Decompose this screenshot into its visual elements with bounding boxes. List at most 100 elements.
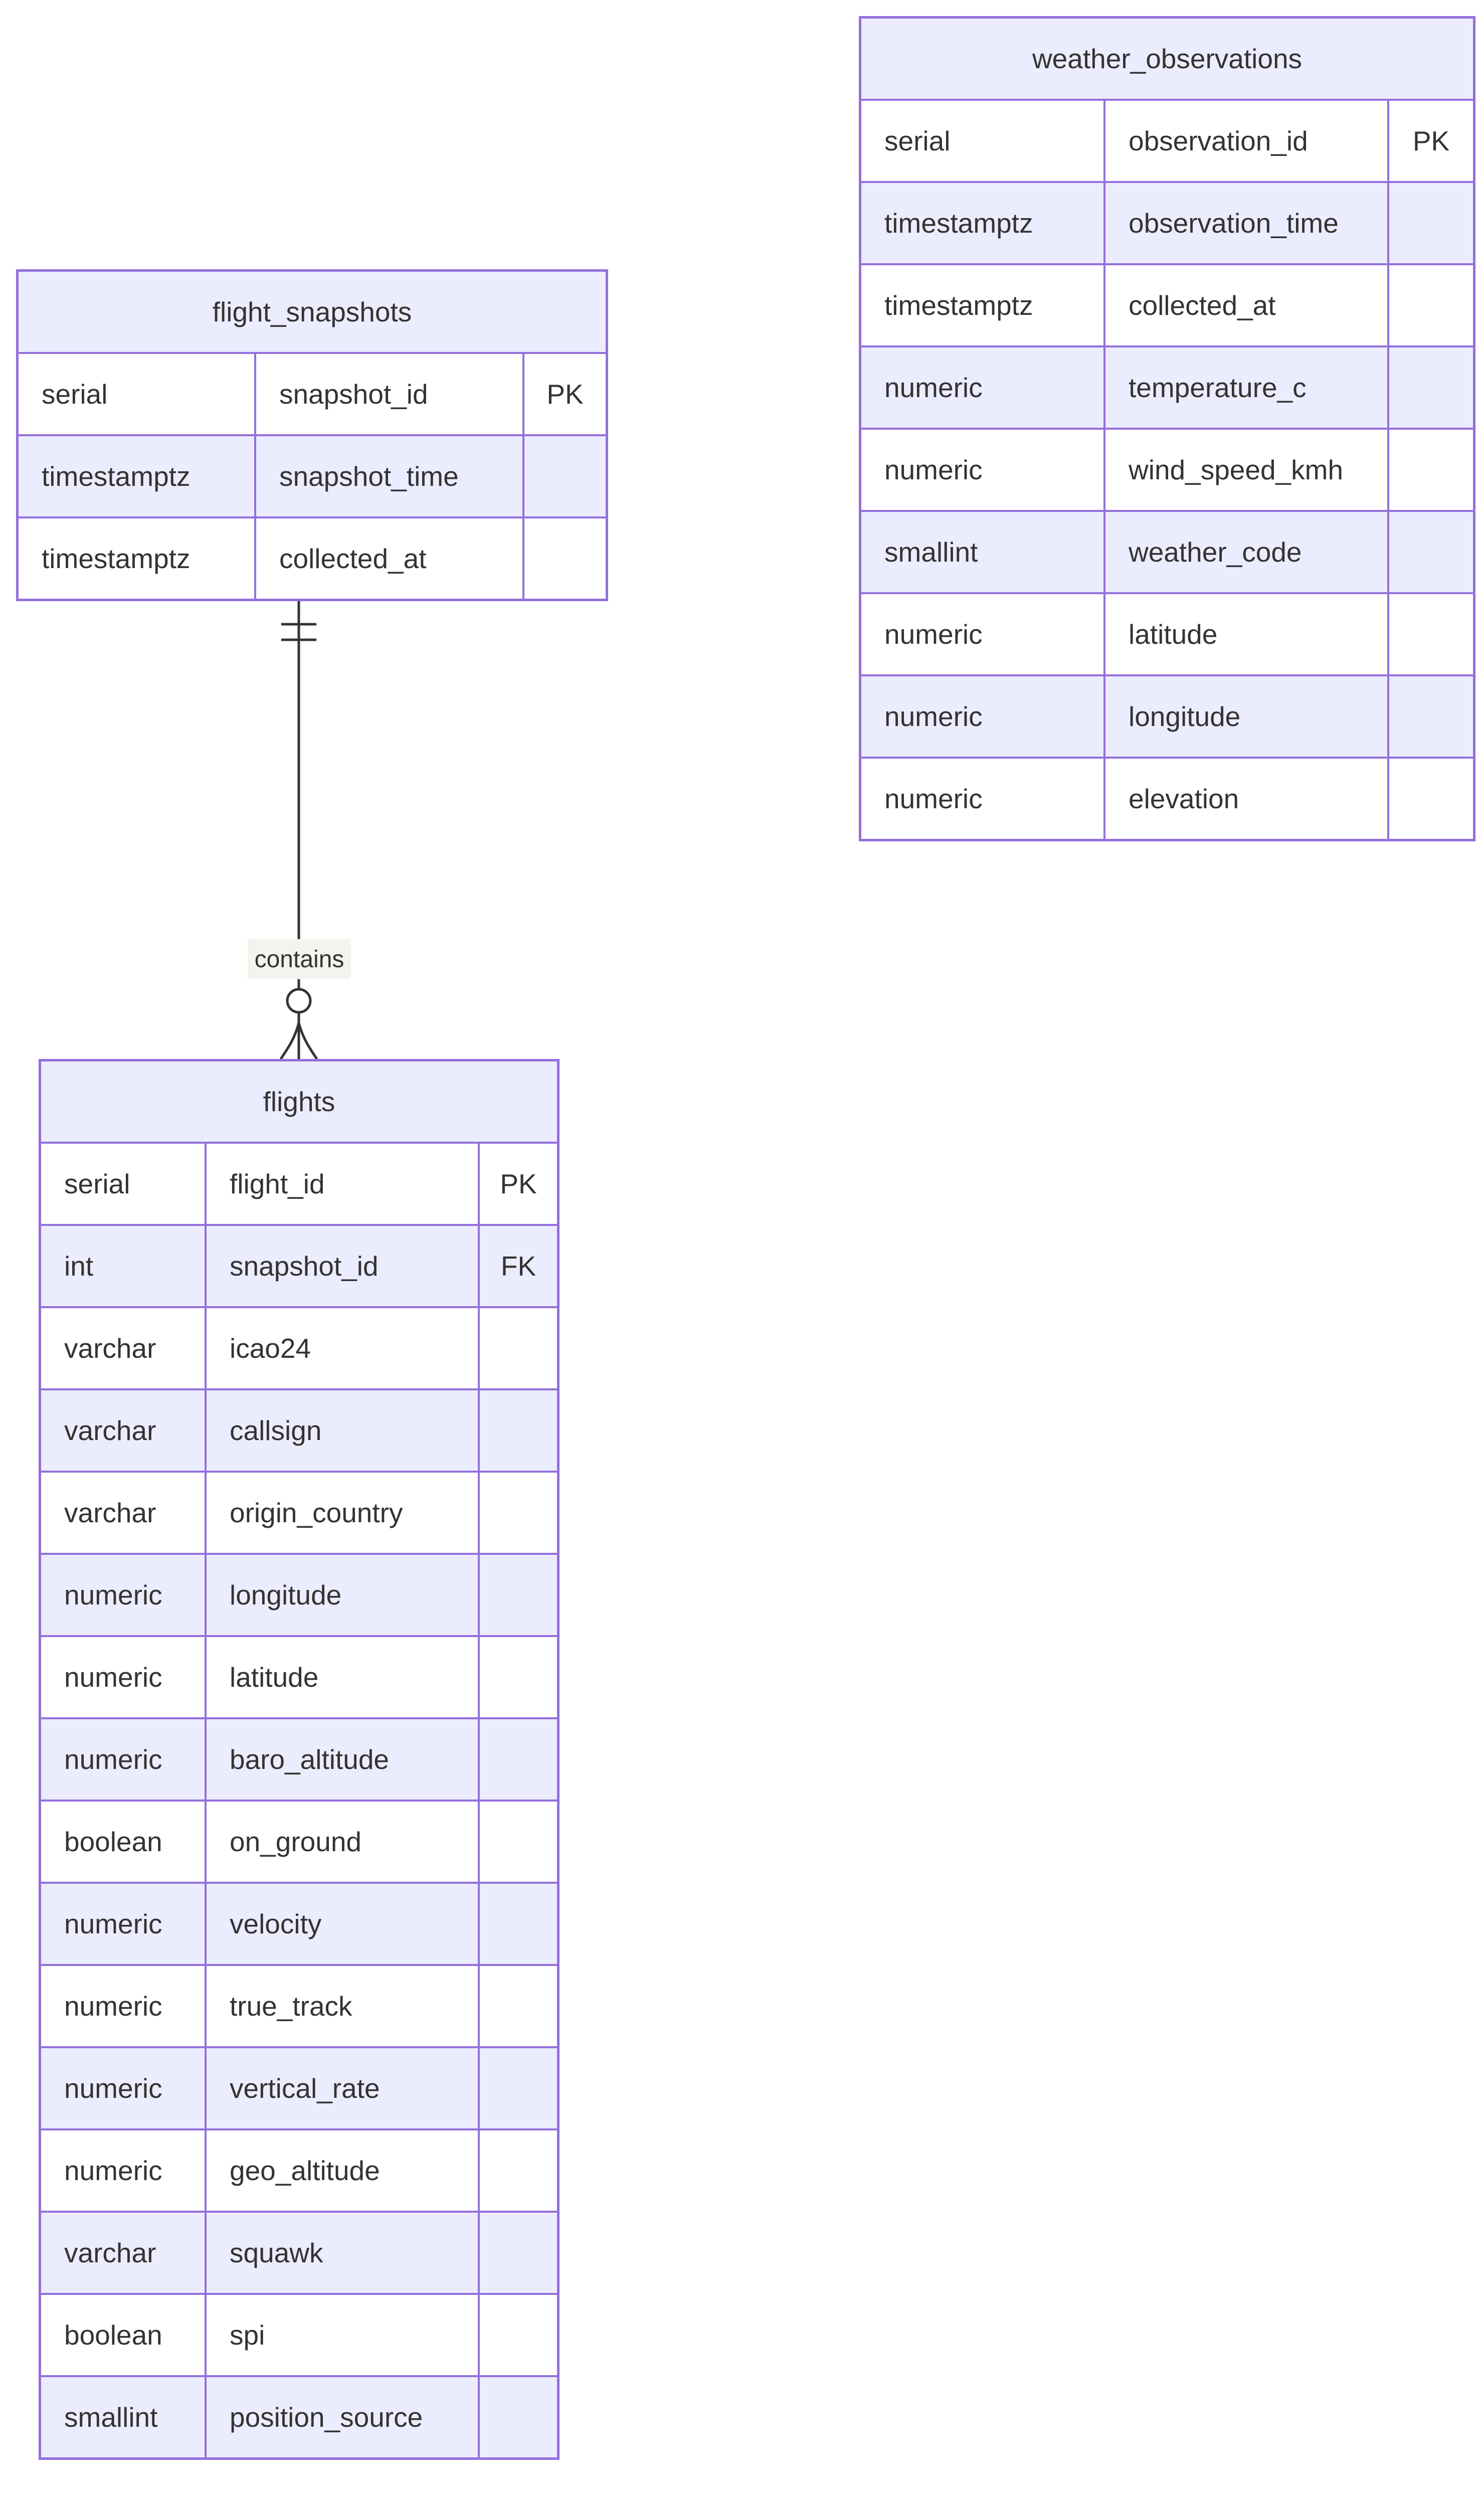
attribute-row: smallint position_source: [41, 2375, 557, 2457]
attribute-key-cell: FK: [478, 1226, 557, 1306]
attribute-type-cell: numeric: [64, 1662, 162, 1693]
attribute-type-cell: numeric: [884, 701, 983, 732]
attribute-name-cell: latitude: [1103, 594, 1387, 674]
attribute-name-cell: collected_at: [1103, 265, 1387, 345]
attribute-name-cell: position_source: [205, 2377, 478, 2457]
attribute-name-cell: origin_country: [205, 1473, 478, 1553]
attribute-name-cell: weather_code: [1103, 512, 1387, 592]
attribute-type-cell: numeric: [64, 2155, 162, 2186]
attribute-key-cell: [1387, 594, 1473, 674]
attribute-type-cell: numeric: [884, 454, 983, 485]
attribute-name-cell: snapshot_time: [254, 436, 522, 516]
attribute-type-cell: numeric: [884, 372, 983, 403]
attribute-name-cell: baro_altitude: [205, 1719, 478, 1800]
attribute-type-cell: varchar: [64, 2237, 156, 2268]
attribute-name-cell: snapshot_id: [205, 1226, 478, 1306]
attribute-row: varchar squawk: [41, 2211, 557, 2293]
attribute-type-cell: numeric: [884, 619, 983, 650]
attribute-row: numeric latitude: [861, 592, 1473, 674]
attribute-key-cell: [478, 1884, 557, 1964]
attribute-key-cell: [478, 2213, 557, 2293]
many-crowfoot-marker: [279, 1012, 318, 1060]
attribute-key-cell: PK: [478, 1144, 557, 1224]
attribute-key-cell: [478, 1473, 557, 1553]
attribute-type-cell: boolean: [64, 2319, 162, 2351]
attribute-key-cell: [478, 2130, 557, 2211]
attribute-type-cell: int: [64, 1250, 94, 1282]
one-tick-marker: [281, 623, 316, 641]
attribute-name-cell: temperature_c: [1103, 347, 1387, 428]
attribute-name-cell: observation_id: [1103, 101, 1387, 181]
attribute-row: varchar origin_country: [41, 1471, 557, 1553]
attribute-name-cell: longitude: [1103, 676, 1387, 757]
attribute-row: numeric true_track: [41, 1964, 557, 2046]
attribute-name-cell: vertical_rate: [205, 2048, 478, 2128]
attribute-type-cell: smallint: [884, 536, 978, 568]
attribute-row: smallint weather_code: [861, 510, 1473, 592]
attribute-key-cell: [478, 1390, 557, 1471]
attribute-key-cell: [1387, 265, 1473, 345]
attribute-type-cell: numeric: [64, 1908, 162, 1939]
attribute-key-cell: [478, 2295, 557, 2375]
attribute-row: timestamptz snapshot_time: [19, 434, 606, 516]
attribute-name-cell: spi: [205, 2295, 478, 2375]
attribute-type-cell: numeric: [64, 1744, 162, 1775]
attribute-name-cell: longitude: [205, 1555, 478, 1635]
attribute-name-cell: geo_altitude: [205, 2130, 478, 2211]
attribute-name-cell: on_ground: [205, 1802, 478, 1882]
attribute-name-cell: squawk: [205, 2213, 478, 2293]
attribute-type-cell: varchar: [64, 1497, 156, 1528]
attribute-row: varchar icao24: [41, 1306, 557, 1388]
attribute-type-cell: varchar: [64, 1415, 156, 1446]
attribute-type-cell: varchar: [64, 1333, 156, 1364]
attribute-row: numeric temperature_c: [861, 345, 1473, 428]
attribute-row: numeric geo_altitude: [41, 2128, 557, 2211]
attribute-row: boolean spi: [41, 2293, 557, 2375]
entity-title: flights: [263, 1086, 335, 1117]
attribute-name-cell: collected_at: [254, 518, 522, 599]
attribute-type-cell: smallint: [64, 2402, 158, 2433]
attribute-key-cell: [1387, 759, 1473, 839]
attribute-name-cell: icao24: [205, 1308, 478, 1388]
attribute-key-cell: [478, 1802, 557, 1882]
attribute-key-cell: [478, 1308, 557, 1388]
attribute-type-cell: numeric: [884, 783, 983, 814]
attribute-key-cell: [522, 518, 606, 599]
attribute-key-cell: [522, 436, 606, 516]
attribute-row: timestamptz collected_at: [861, 263, 1473, 345]
relationship-label: contains: [248, 939, 351, 979]
attribute-type-cell: timestamptz: [42, 461, 191, 492]
attribute-type-cell: numeric: [64, 1579, 162, 1610]
zero-circle-marker: [286, 988, 312, 1014]
attribute-key-cell: [1387, 430, 1473, 510]
attribute-name-cell: flight_id: [205, 1144, 478, 1224]
attribute-key-cell: PK: [522, 354, 606, 434]
attribute-type-cell: numeric: [64, 1991, 162, 2022]
attribute-key-cell: [478, 1637, 557, 1717]
attribute-type-cell: serial: [64, 1168, 130, 1199]
attribute-name-cell: true_track: [205, 1966, 478, 2046]
attribute-name-cell: observation_time: [1103, 183, 1387, 263]
attribute-key-cell: [478, 1719, 557, 1800]
attribute-key-cell: [1387, 512, 1473, 592]
attribute-key-cell: [478, 1966, 557, 2046]
attribute-key-cell: [478, 2377, 557, 2457]
attribute-row: numeric longitude: [861, 674, 1473, 757]
attribute-type-cell: timestamptz: [884, 208, 1033, 239]
entity-title: weather_observations: [1032, 43, 1303, 74]
attribute-type-cell: timestamptz: [884, 290, 1033, 321]
attribute-key-cell: [478, 2048, 557, 2128]
